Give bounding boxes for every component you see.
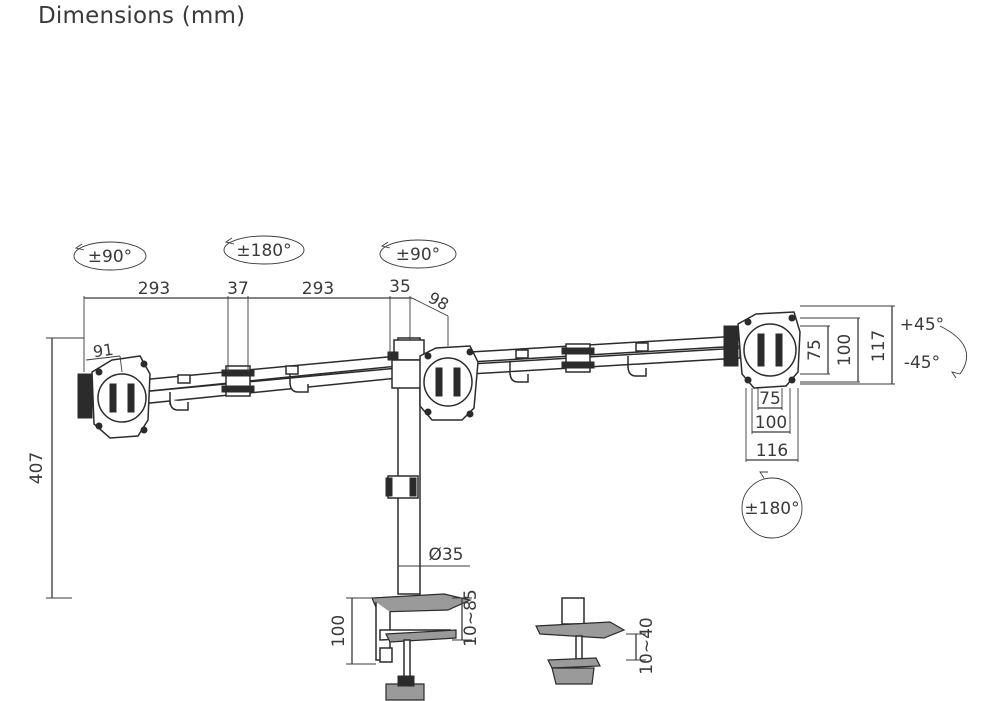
- rotation-arrows: [73, 235, 968, 539]
- dim-grommet-range: 10~40: [637, 617, 657, 675]
- left-joint: [221, 365, 255, 397]
- rotation-label-center: ±90°: [396, 245, 440, 265]
- dim-plate-offset: 98: [425, 288, 452, 314]
- dim-clamp-range: 10~85: [461, 589, 481, 647]
- desk-clamp: [371, 593, 472, 701]
- rotate-center-icon: [379, 239, 457, 269]
- dimension-lines: [46, 296, 895, 665]
- mount-drawing: [77, 311, 801, 701]
- dim-joint-width: 37: [227, 279, 249, 299]
- dim-plate-depth: 91: [92, 340, 115, 362]
- dim-vesa-vertical-large: 100: [835, 334, 855, 366]
- left-vesa-plate: [77, 355, 151, 439]
- page-title: Dimensions (mm): [38, 3, 246, 29]
- tilt-icon: [939, 325, 968, 375]
- tilt-up-label: +45°: [900, 315, 944, 335]
- rotation-label-left-arm: ±90°: [88, 247, 132, 267]
- right-vesa-plate: [723, 311, 801, 389]
- rotate-vesa-icon: [741, 477, 803, 539]
- dim-vesa-vertical-small: 75: [805, 339, 825, 361]
- center-vesa-plate: [419, 345, 479, 421]
- dim-vesa-horizontal-small: 75: [759, 389, 781, 409]
- pole: [385, 337, 427, 595]
- tilt-down-label: -45°: [904, 353, 940, 373]
- dim-total-height: 407: [27, 452, 47, 484]
- dim-vesa-horizontal-large: 100: [755, 413, 787, 433]
- dim-arm-length-left: 293: [138, 279, 170, 299]
- right-joint: [561, 343, 595, 373]
- dim-plate-width: 116: [756, 441, 788, 461]
- rotation-label-vesa: ±180°: [744, 499, 799, 519]
- dim-center-width: 35: [389, 277, 411, 297]
- dim-clamp-height: 100: [329, 615, 349, 647]
- grommet-base: [535, 597, 626, 685]
- rotation-label-mid-joint: ±180°: [236, 241, 291, 261]
- left-arm: [139, 355, 399, 411]
- dim-arm-length-right: 293: [302, 279, 334, 299]
- dim-plate-height: 117: [869, 330, 889, 362]
- right-arm: [469, 335, 741, 383]
- rotate-left-arm-icon: [73, 241, 147, 271]
- dim-pole-diameter: Ø35: [428, 545, 463, 565]
- rotate-mid-joint-icon: [223, 235, 305, 265]
